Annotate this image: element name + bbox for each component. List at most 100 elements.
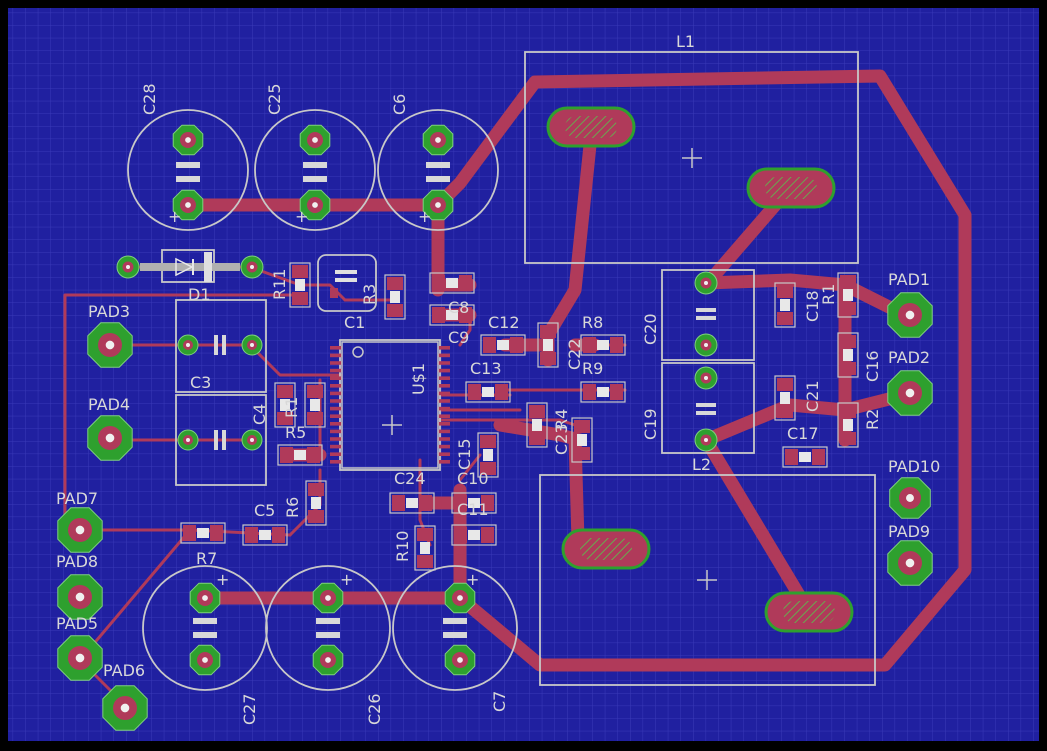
cap-c3-outline bbox=[175, 299, 267, 393]
plus-c26: + bbox=[340, 570, 353, 589]
c25-pad-pos bbox=[299, 189, 331, 221]
label-r5: R5 bbox=[285, 423, 306, 442]
ic-pin-right bbox=[438, 376, 450, 380]
smd-c5 bbox=[242, 524, 288, 546]
smd-c13 bbox=[465, 381, 511, 403]
l1-pad-2 bbox=[746, 167, 836, 209]
ic-pin-left bbox=[330, 460, 342, 464]
ic-pin-right bbox=[438, 422, 450, 426]
c19-pad-2 bbox=[694, 428, 718, 452]
ic-pin-left bbox=[330, 422, 342, 426]
ic-pin-left bbox=[330, 437, 342, 441]
ic-pin-left bbox=[330, 361, 342, 365]
ic-pin-right bbox=[438, 384, 450, 388]
d1-pad-1 bbox=[116, 255, 140, 279]
label-c25: C25 bbox=[265, 83, 284, 115]
c28-pad-neg bbox=[172, 124, 204, 156]
smd-r1-left bbox=[304, 382, 326, 428]
label-c20: C20 bbox=[641, 313, 660, 345]
l1-center-cross bbox=[682, 148, 702, 168]
smd-r6 bbox=[305, 480, 327, 526]
label-r9: R9 bbox=[582, 359, 603, 378]
smd-r5 bbox=[277, 444, 323, 466]
ic-pin-left bbox=[330, 406, 342, 411]
ic-pin-right bbox=[438, 406, 450, 411]
label-r1-right: R1 bbox=[819, 284, 838, 305]
label-r7: R7 bbox=[196, 549, 217, 568]
pad5 bbox=[57, 635, 103, 681]
label-c3: C3 bbox=[190, 373, 211, 392]
smd-c16 bbox=[837, 332, 859, 378]
electrolytic-cap-mark bbox=[303, 162, 327, 182]
through-hole-pads bbox=[57, 124, 933, 731]
c7-pad-pos bbox=[444, 582, 476, 614]
d1-pad-2 bbox=[240, 255, 264, 279]
electrolytic-cap-mark bbox=[426, 162, 450, 182]
ic-pin-right bbox=[438, 460, 450, 464]
c28-pad-pos bbox=[172, 189, 204, 221]
smd-c8 bbox=[429, 272, 475, 294]
c19-pad-1 bbox=[694, 366, 718, 390]
smd-c18 bbox=[774, 282, 796, 328]
ic-pin-right bbox=[438, 391, 450, 396]
ic-pin-left bbox=[330, 391, 342, 396]
ic-pin-right bbox=[438, 368, 450, 373]
label-pad7: PAD7 bbox=[56, 489, 98, 508]
label-c19: C19 bbox=[641, 408, 660, 440]
cap-c6-outline bbox=[377, 109, 499, 231]
silkscreen-outlines bbox=[127, 51, 876, 691]
label-c11: C11 bbox=[457, 500, 489, 519]
ic-pin-left bbox=[330, 376, 342, 380]
pad7 bbox=[57, 507, 103, 553]
c27-pad-pos bbox=[189, 582, 221, 614]
label-pad3: PAD3 bbox=[88, 302, 130, 321]
ic-pin-right bbox=[438, 444, 450, 449]
ic-pin-left bbox=[330, 414, 342, 418]
label-c28: C28 bbox=[140, 83, 159, 115]
pad4 bbox=[87, 415, 133, 461]
label-pad6: PAD6 bbox=[103, 661, 145, 680]
ic-u1-pins bbox=[330, 346, 450, 464]
smd-c9 bbox=[429, 304, 475, 326]
label-pad5: PAD5 bbox=[56, 614, 98, 633]
cap-c20-outline bbox=[661, 269, 755, 361]
smd-r10 bbox=[414, 525, 436, 571]
smd-r9 bbox=[580, 381, 626, 403]
plus-c7: + bbox=[466, 570, 479, 589]
silkscreen-labels: L1 L2 C28 C25 C6 C27 C26 C7 D1 R11 R3 C1… bbox=[56, 32, 940, 725]
smd-c11 bbox=[451, 524, 497, 546]
label-c7: C7 bbox=[490, 691, 509, 712]
label-r11: R11 bbox=[270, 269, 289, 300]
smd-r11 bbox=[289, 262, 311, 308]
plus-c25: + bbox=[295, 207, 308, 226]
smd-r1-right bbox=[837, 272, 859, 318]
c6-pad-pos bbox=[422, 189, 454, 221]
label-r1-left: R1 bbox=[282, 397, 301, 418]
film-cap-mark bbox=[696, 308, 716, 320]
label-pad8: PAD8 bbox=[56, 552, 98, 571]
l1-pad-1 bbox=[546, 106, 636, 148]
pad6 bbox=[102, 685, 148, 731]
ic-pin-left bbox=[330, 444, 342, 449]
ic-pin-left bbox=[330, 353, 342, 358]
cap-c28-outline bbox=[127, 109, 249, 231]
c3-pad-1 bbox=[177, 334, 199, 356]
smd-c10 bbox=[451, 492, 497, 514]
label-c22: C22 bbox=[565, 338, 584, 370]
label-u1: U$1 bbox=[409, 363, 428, 395]
smd-c23 bbox=[571, 417, 593, 463]
smd-c15 bbox=[477, 432, 499, 478]
electrolytic-cap-mark bbox=[193, 618, 217, 638]
ic-pin-right bbox=[438, 437, 450, 441]
pad1 bbox=[887, 292, 933, 338]
pad10 bbox=[889, 477, 931, 519]
pad9 bbox=[887, 540, 933, 586]
l2-pad-1 bbox=[561, 528, 651, 570]
c20-pad-1 bbox=[694, 271, 718, 295]
c3-pad-2 bbox=[241, 334, 263, 356]
label-c23: C23 bbox=[552, 423, 571, 455]
smd-r7 bbox=[180, 522, 226, 544]
plus-c6: + bbox=[418, 207, 431, 226]
label-pad4: PAD4 bbox=[88, 395, 130, 414]
